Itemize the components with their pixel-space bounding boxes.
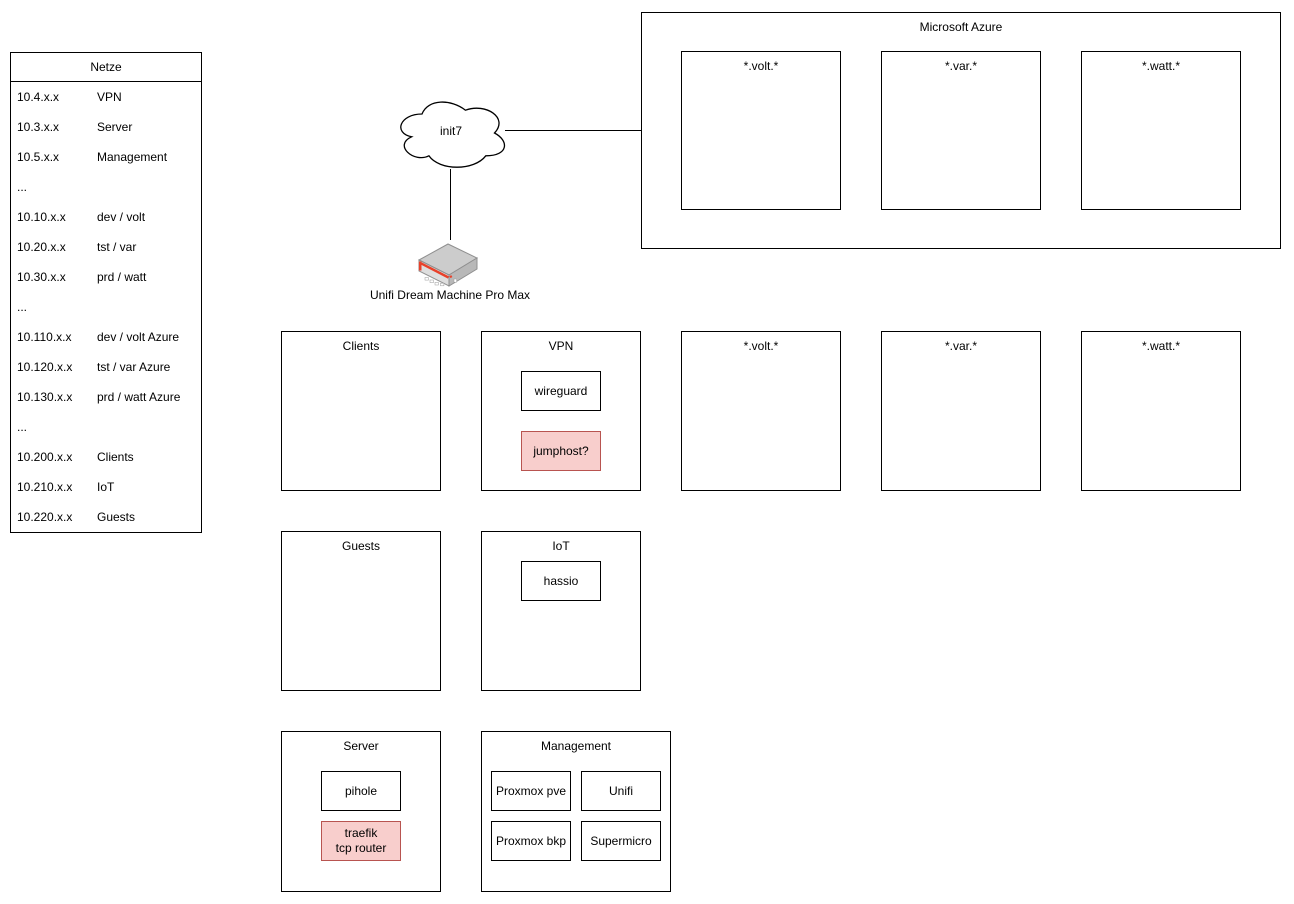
azure-subnet-watt: *.watt.* — [1081, 51, 1241, 210]
node-unifi: Unifi — [581, 771, 661, 811]
router-label: Unifi Dream Machine Pro Max — [369, 288, 531, 302]
network-name-cell: prd / watt Azure — [97, 390, 181, 404]
azure-subnet-var: *.var.* — [881, 51, 1041, 210]
internet-cloud — [393, 95, 509, 171]
router-icon — [417, 239, 479, 287]
network-name-cell: dev / volt Azure — [97, 330, 180, 344]
network-box-iot: IoT — [481, 531, 641, 691]
network-name-cell: Guests — [97, 510, 136, 524]
network-name-cell: Management — [97, 150, 168, 164]
cloud-label: init7 — [439, 124, 462, 138]
network-box-clients: Clients — [281, 331, 441, 491]
node-pihole: pihole — [321, 771, 401, 811]
network-title: *.watt.* — [1141, 339, 1180, 353]
network-box-management: Management — [481, 731, 671, 892]
network-box-volt: *.volt.* — [681, 331, 841, 491]
network-box-server: Server — [281, 731, 441, 892]
node-supermicro: Supermicro — [581, 821, 661, 861]
network-box-watt: *.watt.* — [1081, 331, 1241, 491]
netze-table-title: Netze — [11, 53, 201, 82]
network-name-cell — [97, 172, 201, 202]
table-row: ... — [11, 172, 201, 202]
table-row: 10.5.x.x Management — [11, 142, 201, 172]
network-name-cell — [97, 412, 201, 442]
ip-cell: ... — [17, 420, 28, 434]
network-name-cell: dev / volt — [97, 210, 146, 224]
router-appliance-icon — [417, 243, 479, 287]
table-row: 10.30.x.x prd / watt — [11, 262, 201, 292]
netze-table: Netze 10.4.x.x VPN 10.3.x.x Server 10.5.… — [10, 52, 202, 533]
network-title: Clients — [342, 339, 380, 353]
network-name-cell: Server — [97, 120, 133, 134]
network-name-cell: tst / var Azure — [97, 360, 171, 374]
network-box-guests: Guests — [281, 531, 441, 691]
node-traefik-tcp-router: traefik tcp router — [321, 821, 401, 861]
network-title: *.volt.* — [743, 339, 779, 353]
network-name-cell — [97, 292, 201, 322]
azure-title: Microsoft Azure — [919, 20, 1003, 34]
connector-cloud-azure — [505, 130, 641, 131]
network-name-cell: Clients — [97, 450, 134, 464]
table-row: 10.200.x.x Clients — [11, 442, 201, 472]
table-row: ... — [11, 412, 201, 442]
node-hassio: hassio — [521, 561, 601, 601]
table-row: 10.110.x.x dev / volt Azure — [11, 322, 201, 352]
network-title: Management — [540, 739, 612, 753]
table-row: 10.4.x.x VPN — [11, 82, 201, 112]
table-row: ... — [11, 292, 201, 322]
node-jumphost: jumphost? — [521, 431, 601, 471]
table-row: 10.220.x.x Guests — [11, 502, 201, 532]
node-proxmox-bkp: Proxmox bkp — [491, 821, 571, 861]
cloud-icon — [400, 101, 505, 168]
azure-subnet-volt: *.volt.* — [681, 51, 841, 210]
subnet-title: *.watt.* — [1141, 59, 1180, 73]
ip-cell: 10.120.x.x — [17, 360, 73, 374]
ip-cell: 10.30.x.x — [17, 270, 66, 284]
ip-cell: 10.130.x.x — [17, 390, 73, 404]
table-row: 10.3.x.x Server — [11, 112, 201, 142]
ip-cell: 10.3.x.x — [17, 120, 60, 134]
ip-cell: 10.220.x.x — [17, 510, 73, 524]
table-row: 10.10.x.x dev / volt — [11, 202, 201, 232]
network-title: VPN — [548, 339, 574, 353]
table-row: 10.120.x.x tst / var Azure — [11, 352, 201, 382]
ip-cell: 10.4.x.x — [17, 90, 60, 104]
node-wireguard: wireguard — [521, 371, 601, 411]
table-row: 10.130.x.x prd / watt Azure — [11, 382, 201, 412]
subnet-title: *.volt.* — [743, 59, 779, 73]
ip-cell: ... — [17, 180, 28, 194]
ip-cell: 10.210.x.x — [17, 480, 73, 494]
network-name-cell: IoT — [97, 480, 115, 494]
ip-cell: 10.200.x.x — [17, 450, 73, 464]
subnet-title: *.var.* — [944, 59, 977, 73]
network-title: Server — [343, 739, 379, 753]
table-row: 10.210.x.x IoT — [11, 472, 201, 502]
table-row: 10.20.x.x tst / var — [11, 232, 201, 262]
network-title: *.var.* — [944, 339, 977, 353]
connector-cloud-router — [450, 169, 451, 240]
node-proxmox-pve: Proxmox pve — [491, 771, 571, 811]
ip-cell: 10.10.x.x — [17, 210, 66, 224]
network-name-cell: prd / watt — [97, 270, 147, 284]
ip-cell: 10.110.x.x — [17, 330, 72, 344]
network-box-var: *.var.* — [881, 331, 1041, 491]
network-name-cell: VPN — [97, 90, 122, 104]
ip-cell: 10.5.x.x — [17, 150, 60, 164]
ip-cell: 10.20.x.x — [17, 240, 66, 254]
network-name-cell: tst / var — [97, 240, 137, 254]
network-title: IoT — [552, 539, 570, 553]
ip-cell: ... — [17, 300, 28, 314]
network-title: Guests — [341, 539, 380, 553]
